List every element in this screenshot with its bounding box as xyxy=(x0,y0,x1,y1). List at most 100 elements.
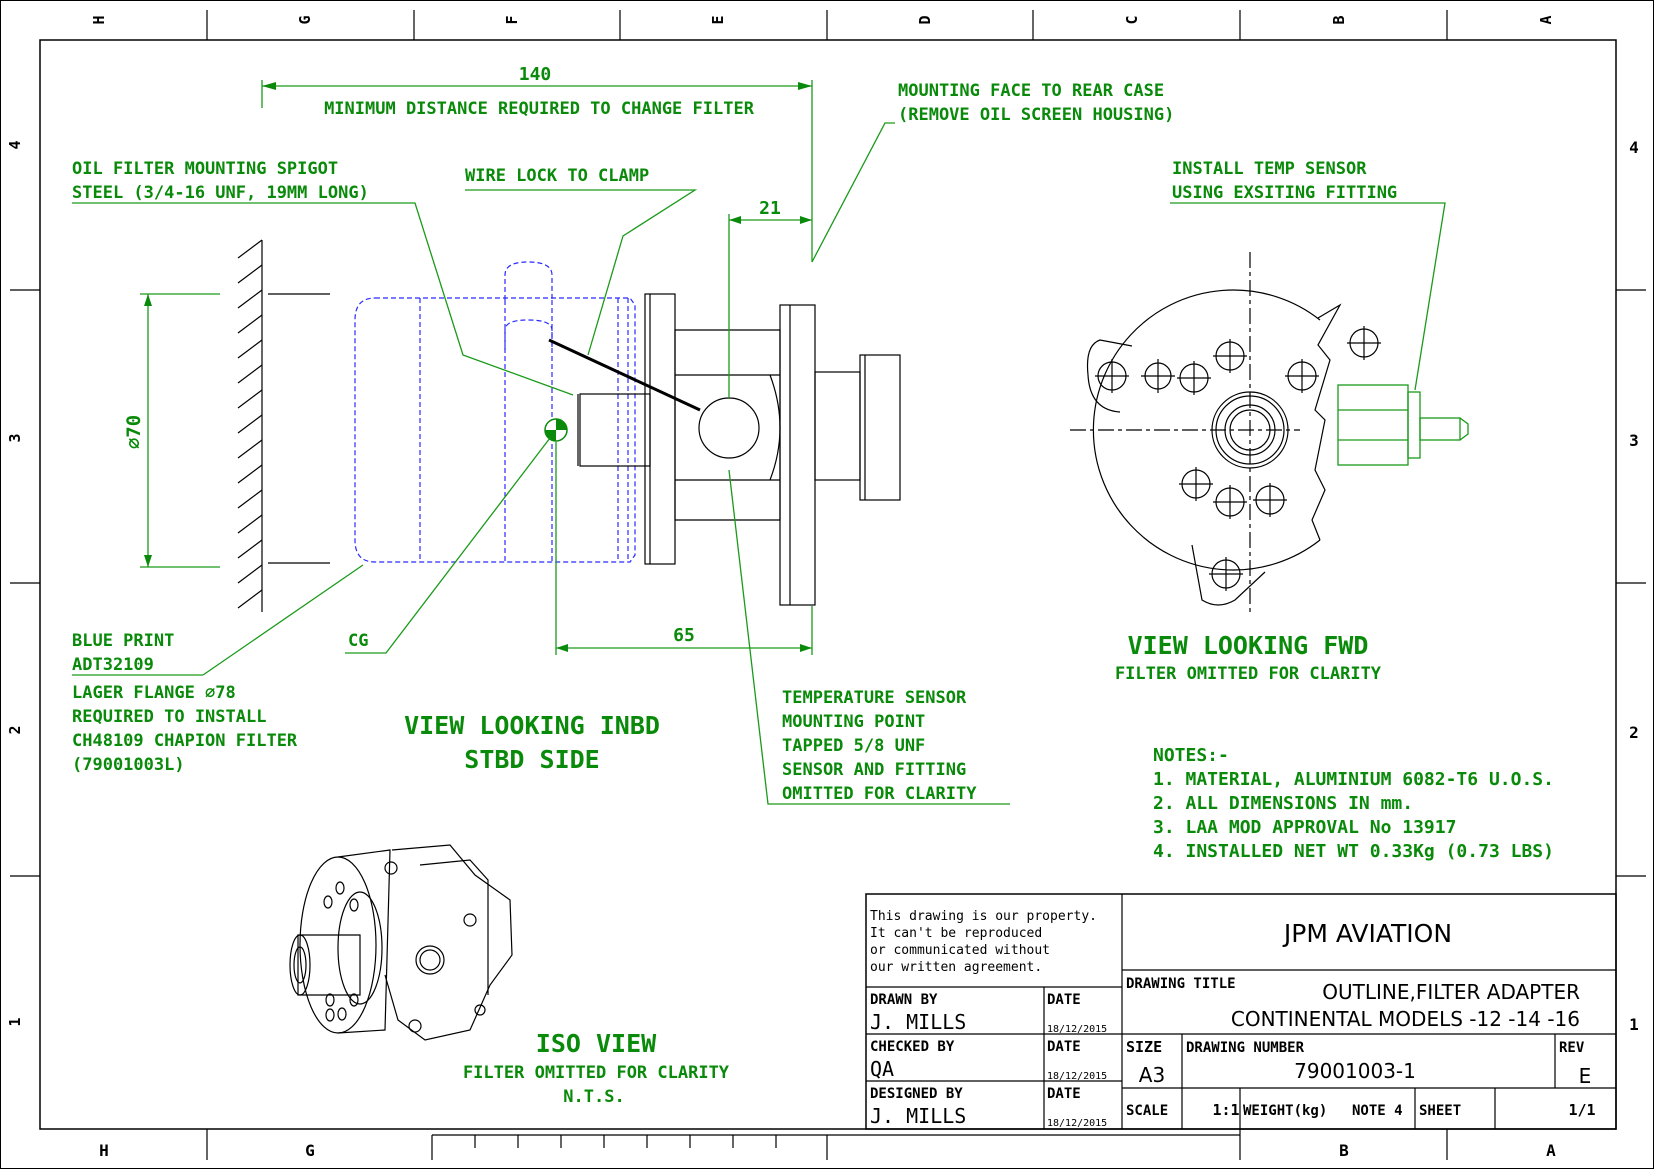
view-fwd-title: VIEW LOOKING FWD xyxy=(1128,631,1369,660)
dim-140: 140 xyxy=(519,64,552,85)
temp-label-5: OMITTED FOR CLARITY xyxy=(782,784,977,804)
iso-view-labels: ISO VIEW FILTER OMITTED FOR CLARITY N.T.… xyxy=(463,1029,730,1107)
dim-65: 65 xyxy=(673,625,695,646)
view-inbd-subtitle: STBD SIDE xyxy=(464,745,599,774)
drawing-number-label: DRAWING NUMBER xyxy=(1186,1040,1305,1056)
lager-label-3: CH48109 CHAPION FILTER xyxy=(72,731,298,751)
iso-view-geometry xyxy=(289,844,513,1041)
notes-header: NOTES:- xyxy=(1153,745,1229,766)
designed-by: J. MILLS xyxy=(870,1104,966,1128)
dia-70: ⌀70 xyxy=(123,415,145,449)
grid-row-2-right: 2 xyxy=(1629,723,1639,742)
spigot-label-1: OIL FILTER MOUNTING SPIGOT xyxy=(72,159,338,179)
spigot-label-2: STEEL (3/4-16 UNF, 19MM LONG) xyxy=(72,183,369,203)
temp-label-4: SENSOR AND FITTING xyxy=(782,760,966,780)
view-inbd-geometry xyxy=(72,80,1010,805)
grid-row-1-right: 1 xyxy=(1629,1015,1639,1034)
grid-row-3-right: 3 xyxy=(1629,431,1639,450)
notes: NOTES:- 1. MATERIAL, ALUMINIUM 6082-T6 U… xyxy=(1153,745,1554,862)
grid-col-a-top: A xyxy=(1537,15,1555,24)
designed-by-label: DESIGNED BY xyxy=(870,1086,963,1102)
note-3: 3. LAA MOD APPROVAL No 13917 xyxy=(1153,817,1456,838)
note-4: 4. INSTALLED NET WT 0.33Kg (0.73 LBS) xyxy=(1153,841,1554,862)
grid-row-4-left: 4 xyxy=(6,140,24,149)
drawn-date: 18/12/2015 xyxy=(1047,1024,1107,1035)
grid-col-g-bottom: G xyxy=(305,1141,315,1160)
grid-numbers: 4 3 2 1 4 3 2 1 xyxy=(6,138,1639,1034)
weight-value: NOTE 4 xyxy=(1352,1103,1403,1119)
grid-letters-top: H G F E D C B A xyxy=(90,15,1555,24)
drawing-number: 79001003-1 xyxy=(1294,1059,1416,1083)
grid-col-b-bottom: B xyxy=(1339,1141,1349,1160)
mount-face-label-1: MOUNTING FACE TO REAR CASE xyxy=(898,81,1164,101)
drawing-title-line-1: OUTLINE,FILTER ADAPTER xyxy=(1322,980,1580,1004)
temp-label-1: TEMPERATURE SENSOR xyxy=(782,688,967,708)
iso-view-title: ISO VIEW xyxy=(536,1029,657,1058)
property-line-2: It can't be reproduced xyxy=(870,926,1042,941)
grid-col-g-top: G xyxy=(296,15,314,24)
wire-lock-label: WIRE LOCK TO CLAMP xyxy=(465,166,649,186)
grid-col-h-top: H xyxy=(90,15,108,24)
grid-col-a-bottom: A xyxy=(1546,1141,1556,1160)
sheet-value: 1/1 xyxy=(1568,1101,1595,1119)
checked-by: QA xyxy=(870,1057,894,1081)
checked-by-label: CHECKED BY xyxy=(870,1039,955,1055)
grid-col-b-top: B xyxy=(1330,15,1348,24)
grid-col-h-bottom: H xyxy=(99,1141,109,1160)
temp-label-2: MOUNTING POINT xyxy=(782,712,925,732)
title-block-text: This drawing is our property. It can't b… xyxy=(870,909,1596,1129)
scale-label: SCALE xyxy=(1126,1103,1168,1119)
size-value: A3 xyxy=(1139,1063,1165,1087)
blue-print-label: BLUE PRINT xyxy=(72,631,174,651)
grid-col-c-top: C xyxy=(1123,15,1141,24)
temp-label-3: TAPPED 5/8 UNF xyxy=(782,736,925,756)
view-inbd-labels: 140 MINIMUM DISTANCE REQUIRED TO CHANGE … xyxy=(72,64,1174,804)
view-inbd-title: VIEW LOOKING INBD xyxy=(404,711,660,740)
grid-row-1-left: 1 xyxy=(6,1017,24,1026)
grid-col-d-top: D xyxy=(916,15,934,24)
grid-col-e-top: E xyxy=(709,15,727,24)
lager-label-4: (79001003L) xyxy=(72,755,185,775)
iso-view-subtitle: FILTER OMITTED FOR CLARITY xyxy=(463,1063,730,1083)
designed-date: 18/12/2015 xyxy=(1047,1118,1107,1129)
property-line-4: our written agreement. xyxy=(870,960,1042,975)
drawn-by: J. MILLS xyxy=(870,1010,966,1034)
view-fwd-labels: INSTALL TEMP SENSOR USING EXSITING FITTI… xyxy=(1115,159,1397,684)
title-block xyxy=(865,893,1617,1130)
iso-view-nts: N.T.S. xyxy=(563,1087,624,1107)
install-label-2: USING EXSITING FITTING xyxy=(1172,183,1397,203)
grid-row-2-left: 2 xyxy=(6,725,24,734)
drawing-title-line-2: CONTINENTAL MODELS -12 -14 -16 xyxy=(1231,1007,1580,1031)
size-label: SIZE xyxy=(1126,1038,1162,1056)
view-fwd-geometry xyxy=(1070,202,1469,612)
view-fwd-subtitle: FILTER OMITTED FOR CLARITY xyxy=(1115,664,1382,684)
rev-value: E xyxy=(1579,1064,1592,1088)
adt-label: ADT32109 xyxy=(72,655,154,675)
grid-letters-bottom: H G B A xyxy=(99,1141,1556,1160)
mount-face-label-2: (REMOVE OIL SCREEN HOUSING) xyxy=(898,105,1174,125)
property-line-3: or communicated without xyxy=(870,943,1050,958)
company-name: JPM AVIATION xyxy=(1282,919,1452,948)
checked-date-label: DATE xyxy=(1047,1039,1081,1055)
cg-label: CG xyxy=(348,631,368,651)
sheet-label: SHEET xyxy=(1419,1103,1461,1119)
grid-col-f-top: F xyxy=(503,15,521,24)
lager-label-1: LAGER FLANGE ⌀78 xyxy=(72,683,236,703)
dim-21: 21 xyxy=(759,198,781,219)
drawing-title-label: DRAWING TITLE xyxy=(1126,976,1236,992)
lager-label-2: REQUIRED TO INSTALL xyxy=(72,707,266,727)
property-line-1: This drawing is our property. xyxy=(870,909,1097,924)
rev-label: REV xyxy=(1559,1040,1585,1056)
checked-date: 18/12/2015 xyxy=(1047,1071,1107,1082)
note-2: 2. ALL DIMENSIONS IN mm. xyxy=(1153,793,1413,814)
scale-value: 1:1 xyxy=(1212,1101,1239,1119)
note-1: 1. MATERIAL, ALUMINIUM 6082-T6 U.O.S. xyxy=(1153,769,1554,790)
grid-row-4-right: 4 xyxy=(1629,138,1639,157)
drawn-by-label: DRAWN BY xyxy=(870,992,938,1008)
weight-label: WEIGHT(kg) xyxy=(1243,1103,1327,1119)
grid-row-3-left: 3 xyxy=(6,433,24,442)
designed-date-label: DATE xyxy=(1047,1086,1081,1102)
min-distance-label: MINIMUM DISTANCE REQUIRED TO CHANGE FILT… xyxy=(324,99,755,119)
drawn-date-label: DATE xyxy=(1047,992,1081,1008)
